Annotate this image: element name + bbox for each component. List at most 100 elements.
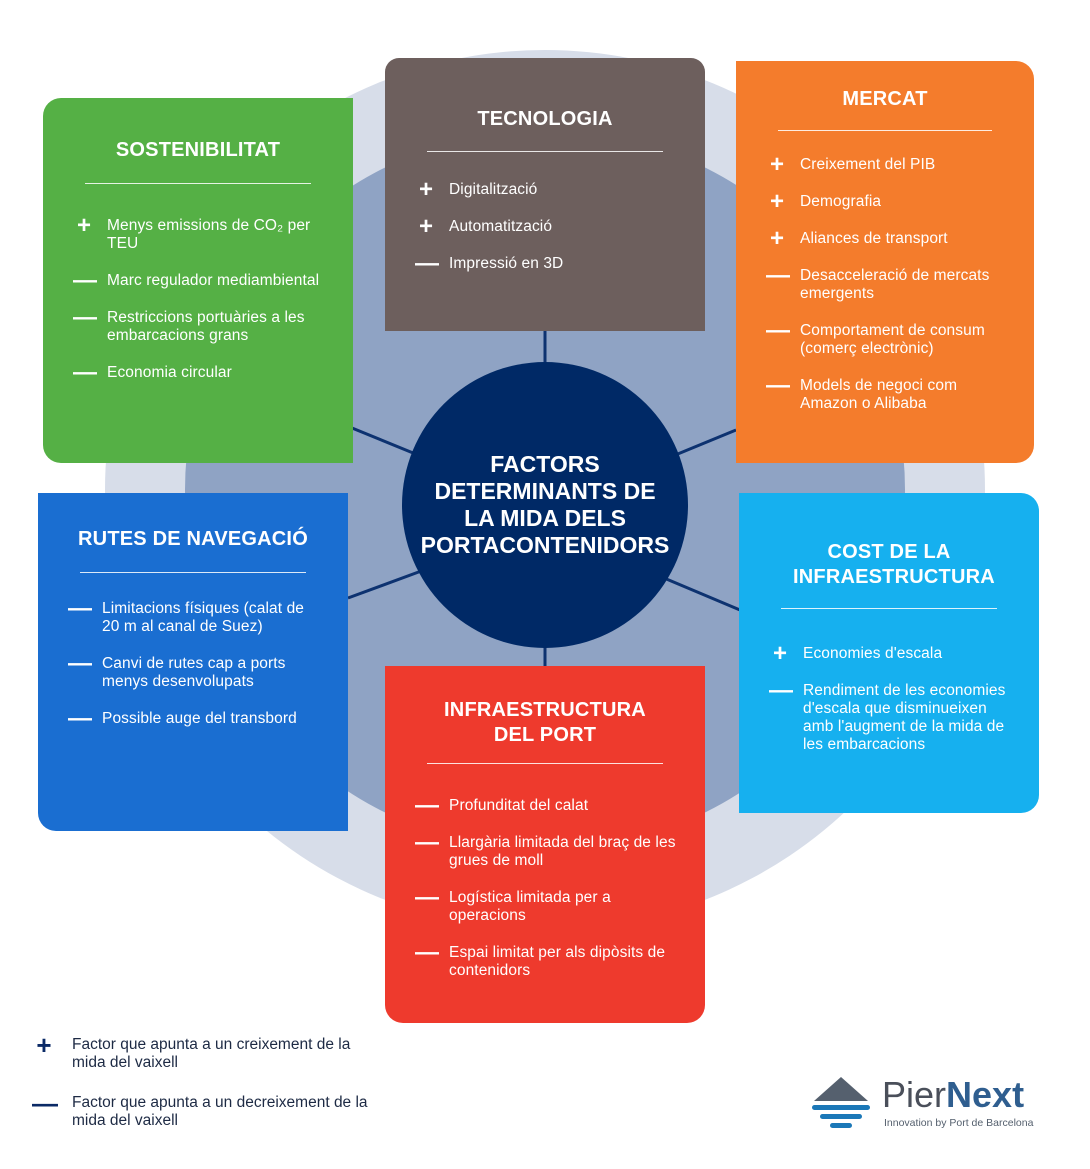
- legend-text: Factor que apunta a un decreixement de l…: [72, 1094, 368, 1129]
- factor-text: Profunditat del calat: [449, 797, 589, 814]
- factor-text: Economia circular: [107, 364, 232, 381]
- factor-item: — Models de negoci com Amazon o Alibaba: [766, 374, 1010, 413]
- plus-icon: +: [769, 151, 785, 178]
- legend-item-plus: + Factor que apunta a un creixement de l…: [30, 1030, 370, 1072]
- minus-icon: —: [415, 884, 440, 911]
- factor-text: Logística limitada per a operacions: [449, 889, 611, 924]
- factor-list: +Digitalització + Automatització — Impress…: [409, 178, 681, 276]
- factor-item: + Creixement del PIB: [770, 153, 1010, 177]
- factor-box-sostenibilitat: SOSTENIBILITAT +Menys emissions de CO₂ p…: [43, 98, 353, 463]
- factor-text: Creixement del PIB: [800, 156, 936, 173]
- factor-text: Impressió en 3D: [449, 255, 564, 272]
- factor-text: Economies d'escala: [803, 645, 943, 662]
- factor-text: Desacceleració de mercats emergents: [800, 267, 990, 302]
- factor-text: Rendiment de les economies d'escala que …: [803, 682, 1006, 753]
- factor-list: — Profunditat del calat — Llargària limita…: [409, 794, 681, 980]
- legend: + Factor que apunta a un creixement de l…: [30, 1030, 370, 1152]
- factor-text: Espai limitat per als dipòsits de conten…: [449, 944, 666, 979]
- minus-icon: —: [68, 705, 93, 732]
- diagram-title: FACTORS DETERMINANTS DE LA MIDA DELS POR…: [420, 451, 670, 558]
- factor-text: Models de negoci com Amazon o Alibaba: [800, 377, 958, 412]
- plus-icon: +: [76, 212, 92, 239]
- connector-cost: [663, 576, 741, 612]
- factor-list: + Creixement del PIB + Demografia +Aliance…: [760, 153, 1010, 413]
- factor-text: Aliances de transport: [800, 230, 948, 247]
- factor-item: — Espai limitat per als dipòsits de conte…: [415, 941, 681, 980]
- piernext-logo: PierNext Innovation by Port de Barcelona: [812, 1075, 1052, 1135]
- title-divider: [427, 763, 663, 764]
- minus-icon: —: [766, 372, 791, 399]
- factor-item: — Desacceleració de mercats emergents: [766, 264, 1010, 303]
- minus-icon: —: [73, 359, 98, 386]
- title-divider: [781, 608, 997, 609]
- factor-item: —Canvi de rutes cap a ports menys desenv…: [68, 652, 324, 691]
- logo-wordmark: PierNext: [882, 1075, 1024, 1115]
- box-title: TECNOLOGIA: [477, 108, 613, 130]
- plus-icon: +: [418, 176, 434, 203]
- minus-icon: —: [415, 250, 440, 277]
- factor-item: +Aliances de transport: [770, 227, 1010, 251]
- minus-icon: —: [415, 939, 440, 966]
- factor-item: +Digitalització: [419, 178, 681, 202]
- plus-icon: +: [769, 188, 785, 215]
- box-title: MERCAT: [842, 88, 928, 110]
- title-divider: [778, 130, 992, 131]
- factor-item: — Limitacions físiques (calat de 20 m al …: [68, 597, 324, 636]
- logo-tagline: Innovation by Port de Barcelona: [884, 1117, 1034, 1129]
- factor-item: — Impressió en 3D: [415, 252, 681, 276]
- minus-icon: —: [415, 792, 440, 819]
- factor-list: — Limitacions físiques (calat de 20 m al …: [62, 597, 324, 731]
- legend-text: Factor que apunta a un creixement de la …: [72, 1036, 351, 1071]
- factor-item: — Llargària limitada del braç de les grue…: [415, 831, 681, 870]
- logo-word-bold: Next: [946, 1074, 1025, 1115]
- factor-list: + Economies d'escala — Rendiment de les ec…: [763, 642, 1015, 754]
- legend-item-minus: — Factor que apunta a un decreixement de…: [30, 1088, 370, 1130]
- factor-item: —Comportament de consum (comerç electròn…: [766, 319, 1010, 358]
- factor-item: — Logística limitada per a operacions: [415, 886, 681, 925]
- minus-icon: —: [766, 262, 791, 289]
- box-title: INFRAESTRUCTURA DEL PORT: [444, 699, 646, 746]
- logo-word-light: Pier: [882, 1074, 947, 1115]
- factor-text: Possible auge del transbord: [102, 710, 297, 727]
- factor-item: + Automatització: [419, 215, 681, 239]
- minus-icon: —: [769, 677, 794, 704]
- factor-box-infraestructura-port: INFRAESTRUCTURA DEL PORT — Profunditat de…: [385, 666, 705, 1023]
- plus-icon: +: [418, 213, 434, 240]
- plus-icon: +: [772, 640, 788, 667]
- factor-item: — Rendiment de les economies d'escala que…: [769, 679, 1015, 754]
- factor-box-rutes-navegacio: RUTES DE NAVEGACIÓ — Limitacions físiques…: [38, 493, 348, 831]
- connector-mercat: [667, 428, 737, 460]
- factor-text: Llargària limitada del braç de les grues…: [449, 834, 676, 869]
- factor-list: +Menys emissions de CO₂ per TEU — Marc re…: [67, 214, 329, 385]
- factor-item: +Menys emissions de CO₂ per TEU: [77, 214, 329, 253]
- factor-item: — Possible auge del transbord: [68, 707, 324, 731]
- minus-icon: —: [415, 829, 440, 856]
- factor-text: Demografia: [800, 193, 882, 210]
- minus-icon: —: [68, 595, 93, 622]
- title-divider: [80, 572, 306, 573]
- minus-icon: —: [32, 1088, 58, 1118]
- connector-sostenibilitat: [351, 426, 419, 457]
- factor-item: —Restriccions portuàries a les embarcaci…: [73, 306, 329, 345]
- factor-text: Restriccions portuàries a les embarcacio…: [107, 309, 305, 344]
- title-divider: [85, 183, 311, 184]
- box-title: SOSTENIBILITAT: [115, 139, 281, 161]
- connector-rutes: [347, 568, 425, 600]
- pier-wave-logo-icon: [812, 1077, 870, 1128]
- factor-text: Canvi de rutes cap a ports menys desenvo…: [102, 655, 286, 690]
- box-title: RUTES DE NAVEGACIÓ: [78, 528, 308, 550]
- factor-item: — Economia circular: [73, 361, 329, 385]
- factor-item: — Profunditat del calat: [415, 794, 681, 818]
- plus-icon: +: [36, 1030, 52, 1060]
- center-circle: FACTORS DETERMINANTS DE LA MIDA DELS POR…: [402, 362, 688, 648]
- factor-box-tecnologia: TECNOLOGIA +Digitalització + Automatitzac…: [385, 58, 705, 331]
- factor-text: Automatització: [449, 218, 553, 235]
- title-divider: [427, 151, 663, 152]
- factor-box-mercat: MERCAT + Creixement del PIB + Demografia +…: [736, 61, 1034, 463]
- factor-item: + Economies d'escala: [773, 642, 1015, 666]
- factor-box-cost-infraestructura: COST DE LA INFRAESTRUCTURA +Economies d'…: [739, 493, 1039, 813]
- factor-text: Marc regulador mediambiental: [107, 272, 320, 289]
- factor-item: + Demografia: [770, 190, 1010, 214]
- minus-icon: —: [766, 317, 791, 344]
- factor-text: Limitacions físiques (calat de 20 m al c…: [102, 600, 305, 635]
